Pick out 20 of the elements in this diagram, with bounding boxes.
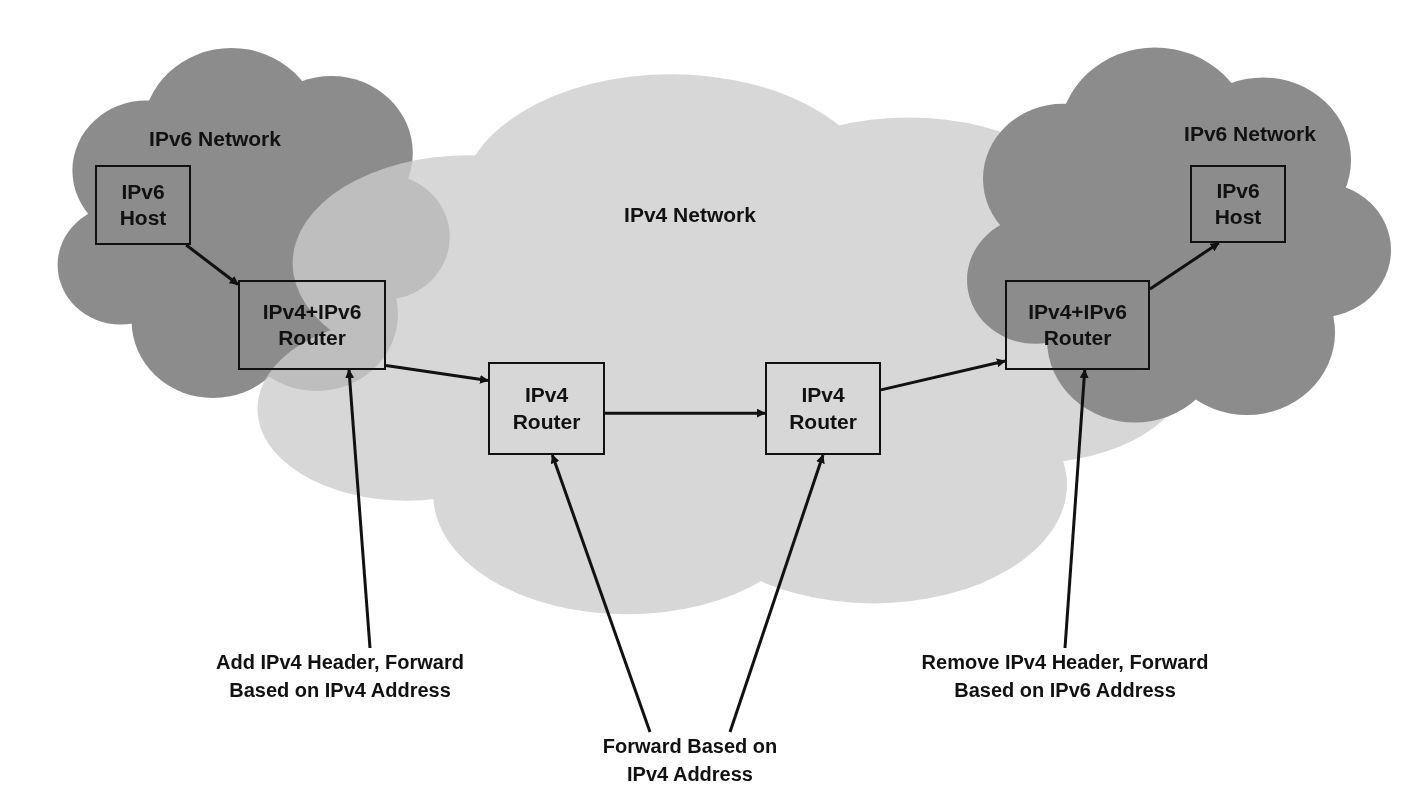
network-label: IPv4 Network	[624, 203, 756, 227]
device-box: IPv4+IPv6 Router	[1005, 280, 1150, 370]
annotation-text: Forward Based on IPv4 Address	[590, 732, 790, 798]
arrow	[550, 454, 652, 733]
arrow	[880, 358, 1006, 392]
arrow	[345, 369, 372, 649]
device-box: IPv6 Host	[95, 165, 191, 245]
arrow	[1149, 241, 1220, 291]
arrow	[728, 454, 825, 733]
arrow	[1063, 369, 1089, 649]
annotation-text: Add IPv4 Header, Forward Based on IPv4 Address	[190, 648, 490, 718]
network-label: IPv6 Network	[149, 127, 281, 151]
device-box: IPv4 Router	[488, 362, 605, 455]
device-box: IPv4 Router	[765, 362, 881, 455]
arrow	[185, 243, 239, 286]
device-box: IPv6 Host	[1190, 165, 1286, 243]
annotation-text: Remove IPv4 Header, Forward Based on IPv6 Address	[905, 648, 1225, 718]
arrow	[385, 364, 489, 384]
network-label: IPv6 Network	[1184, 122, 1316, 146]
arrow	[605, 408, 766, 418]
